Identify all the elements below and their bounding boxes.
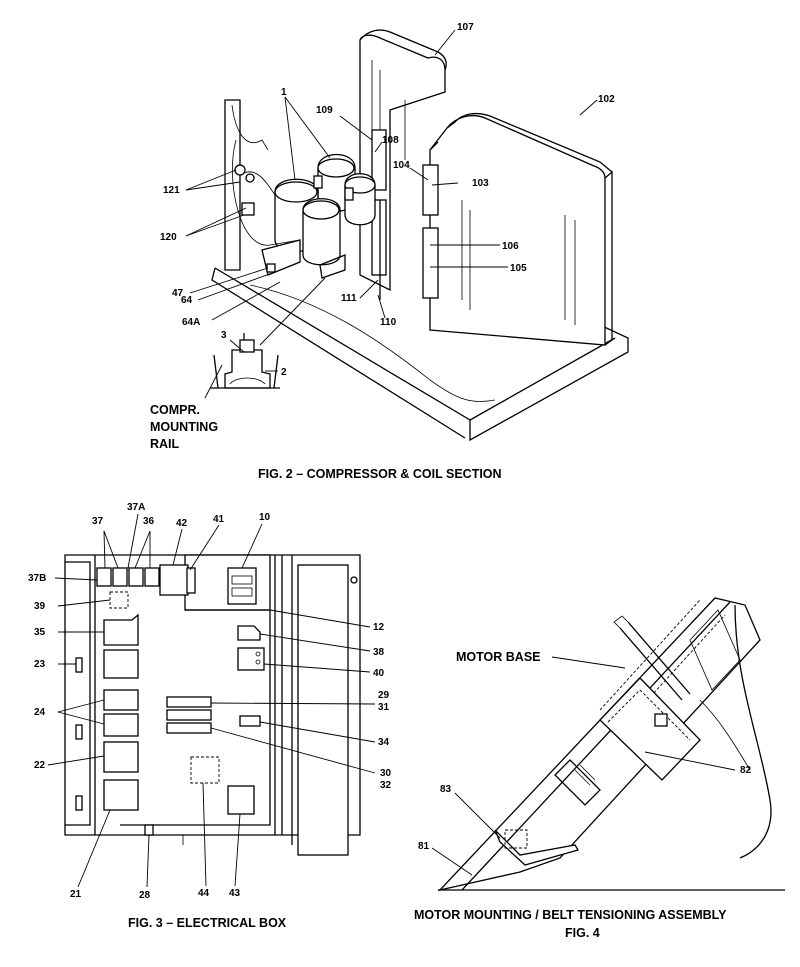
compressors [274,154,376,266]
callout-36: 36 [143,516,155,527]
callout-2: 2 [281,367,287,378]
callout-64a: 64A [182,317,200,328]
refrigerant-tubing [224,99,346,279]
callout-110: 110 [380,317,397,328]
coil-102 [422,112,613,346]
fig4-caption-line2: FIG. 4 [565,926,600,940]
fig3-caption: FIG. 3 – ELECTRICAL BOX [128,916,287,930]
compressor-mounting-rail-detail [210,333,280,389]
fig4-motor-mounting-assembly: MOTOR BASE 82 83 81 MOTOR MOUNTING / BEL… [414,597,785,940]
fig2-compressor-coil-section: 107 102 1 109 108 104 103 121 120 106 10… [150,22,629,481]
motor-plate-82 [599,677,701,781]
rail-label-line2: MOUNTING [150,420,218,434]
callout-28: 28 [139,890,151,901]
callout-1: 1 [281,87,287,98]
rail-label-line3: RAIL [150,437,180,451]
callout-111: 111 [341,293,357,304]
callout-107: 107 [457,22,474,33]
callout-102: 102 [598,94,615,105]
callout-43: 43 [229,888,241,899]
callout-109: 109 [316,105,333,116]
callout-105: 105 [510,263,527,274]
fig2-caption: FIG. 2 – COMPRESSOR & COIL SECTION [258,467,502,481]
callout-21: 21 [70,889,82,900]
callout-64: 64 [181,295,193,306]
callout-37b: 37B [28,573,46,584]
fig4-caption-line1: MOTOR MOUNTING / BELT TENSIONING ASSEMBL… [414,908,727,922]
callout-121: 121 [163,185,180,196]
callout-39: 39 [34,601,46,612]
callout-12: 12 [373,622,385,633]
callout-82: 82 [740,765,752,776]
callout-3: 3 [221,330,227,341]
callout-31: 31 [378,702,390,713]
callout-47: 47 [172,288,184,299]
motor-base [438,597,761,892]
callout-35: 35 [34,627,46,638]
rail-label-line1: COMPR. [150,403,200,417]
callout-32: 32 [380,780,392,791]
callout-41: 41 [213,514,225,525]
callout-108: 108 [382,135,399,146]
callout-22: 22 [34,760,46,771]
callout-37: 37 [92,516,104,527]
callout-38: 38 [373,647,385,658]
motor-base-label: MOTOR BASE [456,650,541,664]
fig2-leader-lines [185,29,598,399]
callout-104: 104 [393,160,410,171]
fig3-electrical-box: 37 37A 36 42 41 10 37B 39 12 35 38 23 40… [28,502,392,930]
callout-42: 42 [176,518,188,529]
callout-83: 83 [440,784,452,795]
callout-103: 103 [472,178,489,189]
callout-44: 44 [198,888,210,899]
callout-23: 23 [34,659,46,670]
callout-29: 29 [378,690,390,701]
callout-37a: 37A [127,502,145,513]
callout-120: 120 [160,232,177,243]
callout-81: 81 [418,841,430,852]
callout-10: 10 [259,512,271,523]
callout-34: 34 [378,737,390,748]
coil-107 [359,29,447,300]
callout-40: 40 [373,668,385,679]
fig3-leader-lines [47,513,376,888]
callout-24: 24 [34,707,46,718]
base-pan [211,267,629,442]
callout-30: 30 [380,768,392,779]
callout-106: 106 [502,241,519,252]
